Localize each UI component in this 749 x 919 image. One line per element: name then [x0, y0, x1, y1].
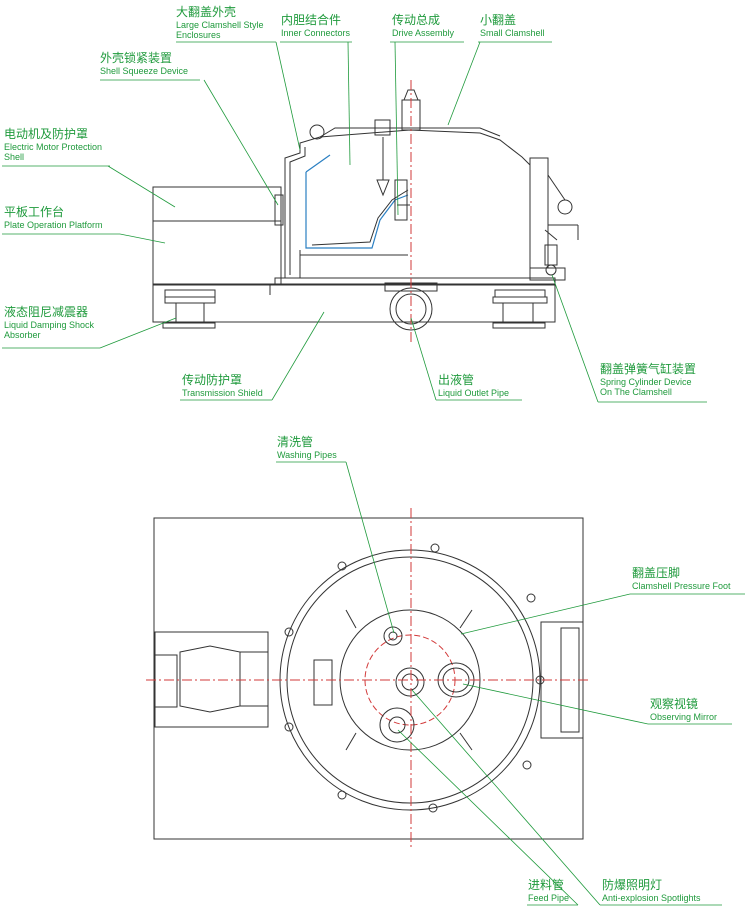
inner-drum	[305, 172, 409, 249]
label-drive-assembly: 传动总成 Drive Assembly	[392, 13, 455, 38]
motor-protection-shell	[152, 186, 282, 222]
label-motor-shell: 电动机及防护罩 Electric Motor Protection Shell	[4, 127, 103, 162]
label-spotlights: 防爆照明灯 Anti-explosion Spotlights	[602, 878, 701, 903]
small-clamshell	[319, 127, 501, 138]
label-observing-mirror: 观察视镜 Observing Mirror	[650, 697, 718, 722]
shock-absorber-right	[492, 289, 548, 329]
side-elevation-view	[152, 80, 579, 345]
rim-bolts	[284, 543, 545, 813]
label-inner-connectors: 内胆结合件 Inner Connectors	[281, 13, 351, 38]
label-large-clamshell: 大翻盖外壳 Large Clamshell Style Enclosures	[176, 5, 264, 40]
label-small-clamshell: 小翻盖 Small Clamshell	[480, 13, 545, 38]
leader-lines	[2, 41, 745, 906]
plate-platform	[152, 220, 282, 286]
feed-pipe	[379, 707, 415, 743]
spring-cylinder	[544, 229, 558, 276]
base-frame	[152, 283, 556, 323]
plan-view	[146, 508, 590, 850]
label-plate-platform: 平板工作台 Plate Operation Platform	[4, 205, 103, 230]
central-hub	[395, 667, 425, 697]
shell-squeeze-device	[274, 194, 284, 226]
label-shell-squeeze: 外壳锁紧装置 Shell Squeeze Device	[100, 51, 189, 76]
label-damping: 液态阻尼减震器 Liquid Damping Shock Absorber	[4, 305, 95, 340]
label-transmission-shield: 传动防护罩 Transmission Shield	[182, 373, 263, 398]
label-feed-pipe: 进料管 Feed Pipe	[528, 878, 570, 903]
label-pressure-foot: 翻盖压脚 Clamshell Pressure Foot	[632, 566, 731, 591]
pressure-feet	[345, 609, 473, 751]
plan-base	[153, 517, 584, 840]
washing-pipe	[383, 626, 403, 646]
label-washing-pipes: 清洗管 Washing Pipes	[277, 435, 337, 460]
label-spring-cylinder: 翻盖弹簧气缸装置 Spring Cylinder Device On The C…	[600, 362, 697, 397]
label-liquid-outlet: 出液管 Liquid Outlet Pipe	[438, 373, 510, 398]
shock-absorber-left	[162, 289, 216, 329]
